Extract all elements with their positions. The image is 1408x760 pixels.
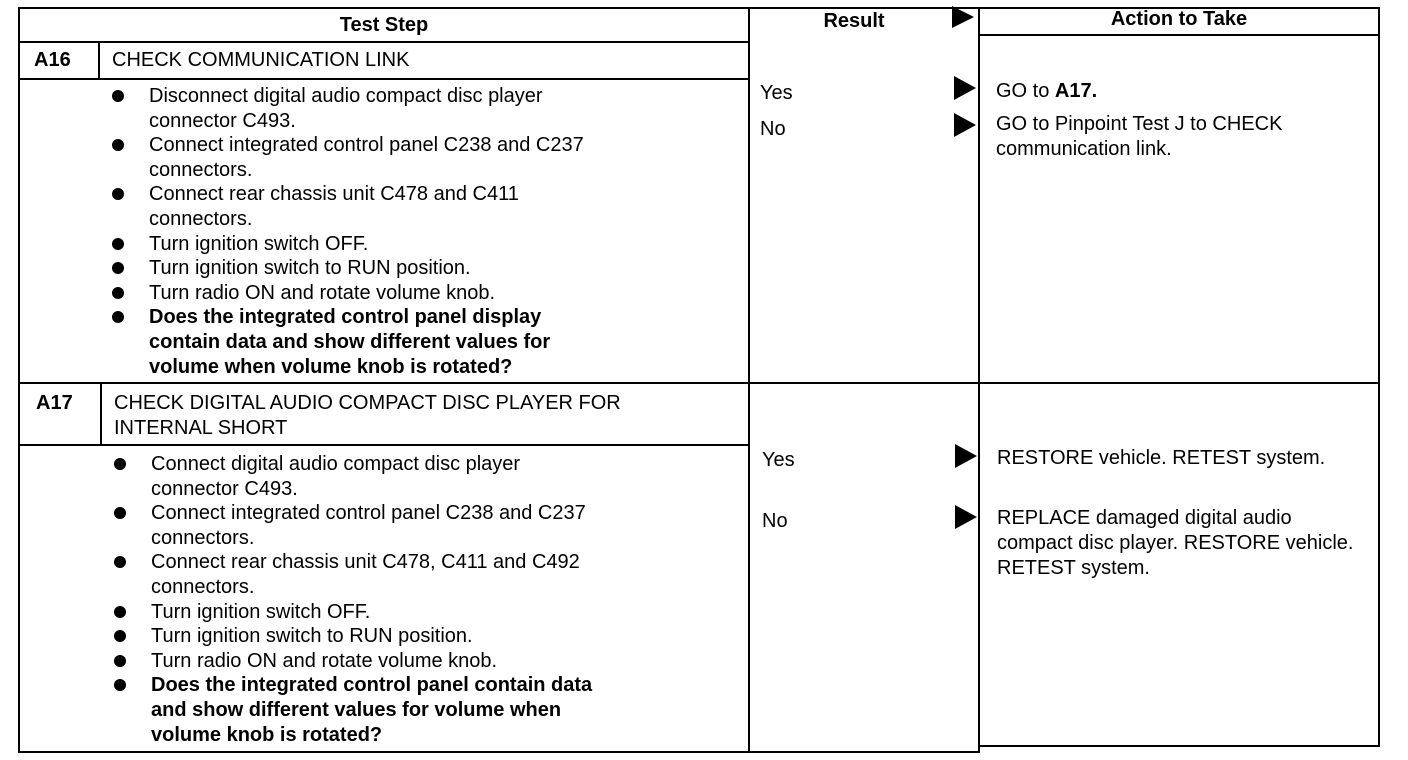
action-text: GO to A17. (996, 79, 1366, 104)
arrow-icon (954, 76, 976, 100)
a16-id-divider (98, 41, 100, 79)
bullet-icon (114, 654, 126, 667)
result-yes: Yes (762, 449, 795, 471)
arrow-icon (955, 505, 977, 529)
list-item: Turn ignition switch OFF. (112, 232, 742, 257)
bullet-icon (114, 679, 126, 692)
bullet-icon (112, 262, 124, 275)
header-arrow-icon (952, 6, 974, 28)
list-item: Turn ignition switch to RUN position. (114, 624, 744, 649)
table-right-border (1378, 7, 1380, 747)
list-item: Connect digital audio compact disc playe… (114, 452, 744, 501)
bullet-icon (114, 630, 126, 643)
a17-title-bottom (18, 444, 748, 446)
bullet-icon (114, 556, 126, 569)
list-item: Disconnect digital audio compact disc pl… (112, 84, 742, 133)
action-text-part: GO to (996, 80, 1055, 102)
list-item-text: Turn radio ON and rotate volume knob. (151, 649, 498, 672)
result-no: No (762, 510, 788, 532)
bullet-icon (114, 605, 126, 618)
result-yes: Yes (760, 82, 793, 104)
step-title: CHECK DIGITAL AUDIO COMPACT DISC PLAYER … (114, 392, 621, 439)
list-item: Connect rear chassis unit C478, C411 and… (114, 550, 744, 599)
action-text: RESTORE vehicle. RETEST system. (997, 447, 1326, 469)
table-left-border (18, 7, 20, 753)
list-item-text: Turn ignition switch to RUN position. (149, 257, 471, 280)
bullet-icon (112, 139, 124, 152)
list-item-text: Turn ignition switch OFF. (151, 600, 371, 623)
a16-title-bottom (18, 78, 748, 80)
arrow-icon (955, 444, 977, 468)
bullet-icon (112, 188, 124, 201)
step-title: CHECK COMMUNICATION LINK (112, 49, 410, 71)
list-item-text: Turn ignition switch to RUN position. (151, 625, 473, 648)
column-divider-result (748, 7, 750, 753)
question-text: Does the integrated control panel displa… (149, 306, 551, 378)
header-result: Result (823, 10, 885, 32)
list-item-text: Connect integrated control panel C238 an… (149, 134, 584, 181)
section-divider (18, 382, 1380, 384)
list-item-text: Turn ignition switch OFF. (149, 232, 369, 255)
list-item: Turn radio ON and rotate volume knob. (112, 281, 742, 306)
table-bottom-border-action (980, 745, 1380, 747)
result-no: No (760, 118, 786, 140)
list-item-text: Connect rear chassis unit C478, C411 and… (151, 551, 580, 598)
question-item: Does the integrated control panel contai… (114, 673, 744, 747)
bullet-icon (112, 90, 124, 102)
step-id: A17 (36, 392, 73, 414)
list-item-text: Disconnect digital audio compact disc pl… (149, 85, 543, 132)
column-divider-action (978, 7, 980, 751)
action-text: REPLACE damaged digital audio compact di… (997, 507, 1354, 579)
question-item: Does the integrated control panel displa… (112, 305, 742, 379)
header-test-step: Test Step (339, 14, 429, 36)
action-step-ref: A17. (1054, 80, 1098, 102)
list-item: Turn ignition switch to RUN position. (112, 256, 742, 281)
bullet-icon (112, 237, 124, 250)
header-bottom-border-action (980, 34, 1380, 36)
arrow-icon (954, 113, 976, 137)
bullet-icon (114, 458, 126, 470)
bullet-icon (112, 286, 124, 299)
header-bottom-border (18, 41, 748, 43)
step-id: A16 (34, 49, 71, 71)
table-bottom-border (18, 751, 980, 753)
bullet-icon (112, 311, 124, 324)
list-item-text: Connect integrated control panel C238 an… (151, 502, 586, 549)
list-item: Connect integrated control panel C238 an… (114, 501, 744, 550)
list-item-text: Connect digital audio compact disc playe… (151, 453, 521, 500)
a17-procedure-list: Connect digital audio compact disc playe… (114, 452, 744, 747)
table-top-border (18, 7, 1380, 9)
bullet-icon (114, 507, 126, 520)
header-action: Action to Take (1110, 8, 1248, 30)
list-item: Connect integrated control panel C238 an… (112, 133, 742, 182)
a17-id-divider (100, 382, 102, 444)
list-item: Turn radio ON and rotate volume knob. (114, 649, 744, 674)
list-item-text: Turn radio ON and rotate volume knob. (149, 281, 496, 304)
question-text: Does the integrated control panel contai… (151, 674, 593, 746)
a16-procedure-list: Disconnect digital audio compact disc pl… (112, 84, 742, 379)
list-item: Turn ignition switch OFF. (114, 600, 744, 625)
action-text: GO to Pinpoint Test J to CHECK communica… (996, 113, 1283, 160)
list-item: Connect rear chassis unit C478 and C411 … (112, 182, 742, 231)
list-item-text: Connect rear chassis unit C478 and C411 … (149, 183, 519, 230)
